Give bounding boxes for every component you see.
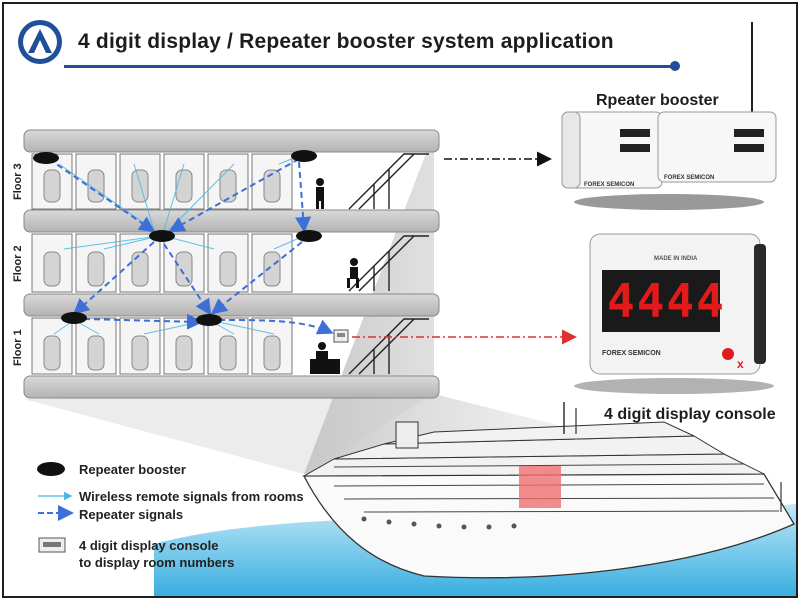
stairs <box>348 153 429 375</box>
repeater-brand-label: FOREX SEMICON <box>584 182 635 188</box>
display-close-mark: x <box>737 357 744 371</box>
display-made-in: MADE IN INDIA <box>654 256 698 262</box>
repeater-brand-label-2: FOREX SEMICON <box>664 175 715 181</box>
display-digits: 4444 <box>607 274 726 328</box>
floor-3-label: Floor 3 <box>12 163 24 200</box>
page-title: 4 digit display / Repeater booster syste… <box>78 30 614 53</box>
legend-display-label: 4 digit display console to display room … <box>79 538 235 570</box>
display-brand-label: FOREX SEMICON <box>602 350 661 357</box>
cruise-ship <box>302 402 795 579</box>
legend-repeater-icon <box>37 462 65 476</box>
building <box>23 129 440 399</box>
floor-2-label: Floor 2 <box>12 245 24 282</box>
highlighted-cabins <box>519 466 561 508</box>
people <box>310 178 359 374</box>
display-console-product <box>574 233 774 394</box>
repeater-signals <box>48 158 334 335</box>
legend-repeater-label: Repeater booster <box>79 462 186 477</box>
legend-wireless-label: Wireless remote signals from rooms <box>79 489 304 504</box>
legend-symbols <box>37 462 74 553</box>
repeater-product-title: Rpeater booster <box>596 92 719 109</box>
floor-1-label: Floor 1 <box>12 329 24 366</box>
display-product-title: 4 digit display console <box>604 406 776 423</box>
title-underline-dot <box>670 61 680 71</box>
legend-repeater-signal-label: Repeater signals <box>79 507 184 522</box>
brand-logo-icon <box>16 18 64 66</box>
title-underline <box>64 65 674 68</box>
repeater-boosters <box>33 150 322 326</box>
diagram-artwork <box>23 22 796 596</box>
repeater-booster-product <box>561 22 777 210</box>
